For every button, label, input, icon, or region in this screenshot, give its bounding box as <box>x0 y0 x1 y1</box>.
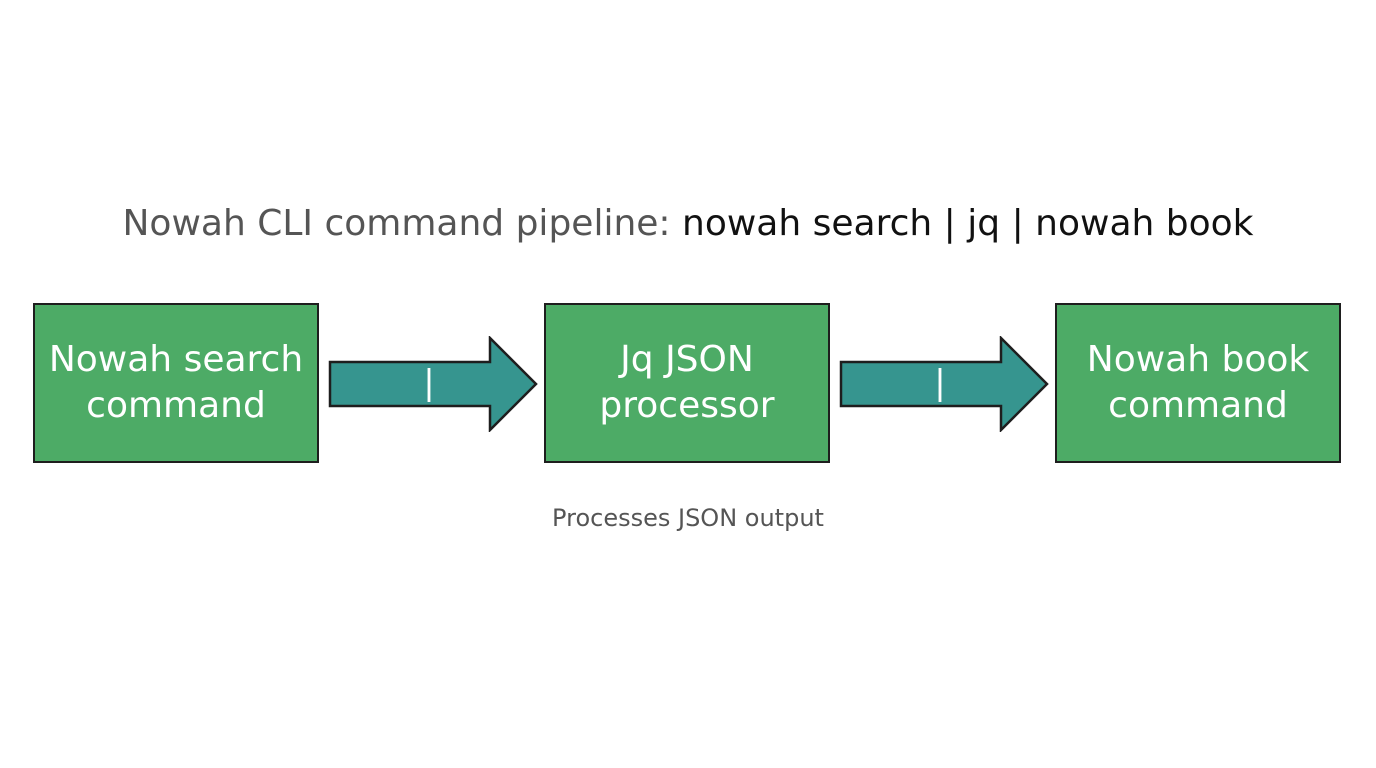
jq-caption: Processes JSON output <box>552 504 824 532</box>
title-separator-2: | <box>1011 203 1024 244</box>
node-book-command-line1: Nowah book <box>1086 339 1310 380</box>
title-command-book: nowah book <box>1035 203 1254 244</box>
pipe-arrow-2: | <box>839 336 1051 432</box>
node-jq-processor: Jq JSON processor <box>544 303 830 463</box>
node-book-command: Nowah book command <box>1055 303 1341 463</box>
node-jq-processor-line1: Jq JSON <box>620 339 754 380</box>
pipe-arrow-1-label: | <box>423 363 434 403</box>
title-command-search: nowah search <box>682 203 933 244</box>
node-search-command: Nowah search command <box>33 303 319 463</box>
node-book-command-line2: command <box>1108 385 1288 426</box>
title-command-jq: jq <box>967 203 1001 244</box>
pipe-arrow-2-label: | <box>934 363 945 403</box>
title-prefix: Nowah CLI command pipeline: <box>122 203 671 244</box>
pipe-arrow-1-icon: | <box>328 336 538 432</box>
node-search-command-text: Nowah search command <box>49 337 303 429</box>
node-search-command-line2: command <box>86 385 266 426</box>
node-book-command-text: Nowah book command <box>1087 337 1309 429</box>
diagram-title: Nowah CLI command pipeline: nowah search… <box>0 200 1376 248</box>
title-separator-1: | <box>943 203 956 244</box>
node-search-command-line1: Nowah search <box>48 339 304 380</box>
node-jq-processor-line2: processor <box>599 385 775 426</box>
pipe-arrow-2-icon: | <box>839 336 1049 432</box>
pipe-arrow-1: | <box>328 336 540 432</box>
node-jq-processor-text: Jq JSON processor <box>599 337 774 429</box>
